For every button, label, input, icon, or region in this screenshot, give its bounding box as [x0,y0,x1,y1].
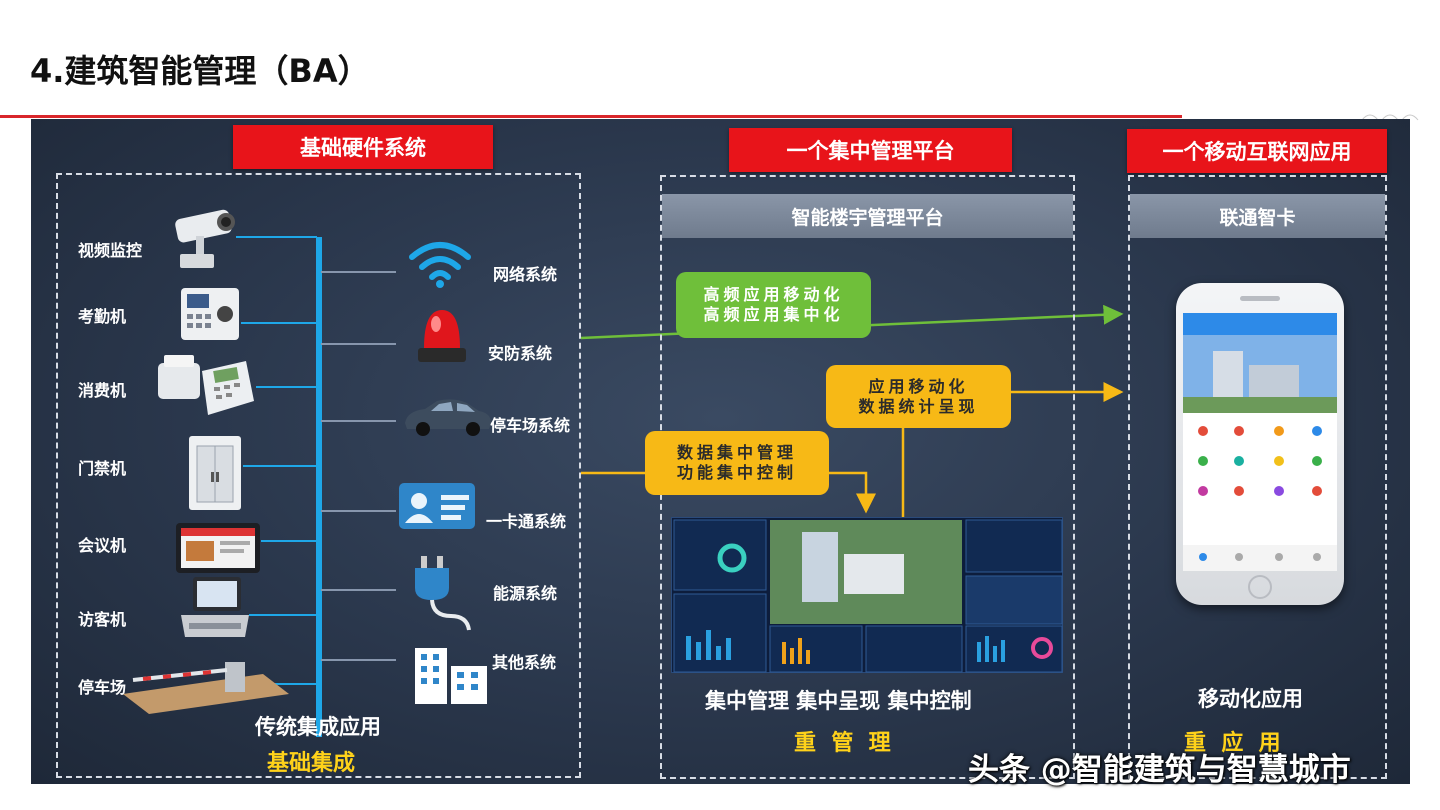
meeting-terminal-icon [176,523,260,573]
wifi-icon [409,242,471,288]
tag-focus-application: 重 应 用 [1184,731,1281,756]
caption-mobile-app: 移动化应用 [1198,687,1303,711]
device-label-pos: 消费机 [78,381,127,400]
access-gate-icon [189,436,241,510]
corner-decoration [1361,114,1419,121]
callout-green-line1: 高频应用移动化 [703,285,844,304]
callout-yellow-right-line1: 应用移动化 [868,376,969,396]
visitor-kiosk-icon [181,577,249,637]
callout-yellow-left-line2: 功能集中控制 [676,463,797,482]
caption-centralized: 集中管理 集中呈现 集中控制 [705,689,972,713]
device-label-visitor: 访客机 [78,610,127,629]
connector-layer [236,236,1124,737]
car-icon [405,399,491,436]
callout-yellow-right-line2: 数据统计呈现 [858,396,979,416]
system-label-security: 安防系统 [488,344,553,363]
cctv-camera-icon [175,209,235,268]
mobile-panel [1128,175,1387,779]
device-label-access: 门禁机 [78,459,127,478]
caption-traditional: 传统集成应用 [255,715,381,739]
phone-speaker [1240,296,1280,301]
dashboard-screenshot [671,517,1063,673]
watermark: 头条 @智能建筑与智慧城市 [968,752,1351,788]
system-connectors [321,271,396,661]
callout-mobile-stats: 应用移动化 数据统计呈现 [826,365,1011,428]
device-label-parking: 停车场 [78,678,127,697]
slide-title: 4.建筑智能管理（BA） [30,52,370,90]
platform-bar: 智能楼宇管理平台 [662,194,1073,238]
device-label-attendance: 考勤机 [78,307,127,326]
callout-yellow-left-line1: 数据集中管理 [676,443,797,462]
phone-mockup [1176,283,1344,605]
hardware-panel [56,173,581,778]
system-label-card: 一卡通系统 [486,512,567,531]
device-label-video: 视频监控 [78,241,143,260]
device-label-meeting: 会议机 [78,536,127,555]
title-rule [0,115,1182,118]
buildings-icon [415,648,487,704]
phone-screen [1183,313,1337,571]
callout-green-line2: 高频应用集中化 [703,305,844,324]
parking-barrier-icon [123,662,289,714]
system-label-energy: 能源系统 [493,584,558,603]
mobile-bar: 联通智卡 [1130,194,1385,238]
system-label-parking: 停车场系统 [490,416,571,435]
section-tag-mobile: 一个移动互联网应用 [1127,129,1387,173]
attendance-machine-icon [181,288,239,340]
callout-data-control: 数据集中管理 功能集中控制 [645,431,829,495]
blue-bus [316,237,322,737]
section-tag-platform: 一个集中管理平台 [729,128,1012,172]
callout-mobile-centralize: 高频应用移动化 高频应用集中化 [676,272,871,338]
phone-screen-graphic [1183,313,1337,571]
phone-home-button [1248,575,1272,599]
alarm-light-icon [418,310,466,362]
section-tag-hardware: 基础硬件系统 [233,125,493,169]
tag-focus-management: 重 管 理 [794,731,891,756]
tag-basic-integration: 基础集成 [267,751,356,776]
power-plug-icon [415,556,471,631]
system-label-network: 网络系统 [493,265,558,284]
device-connectors [236,236,317,685]
pos-terminal-icon [158,355,254,415]
system-label-other: 其他系统 [492,653,557,672]
id-card-icon [399,483,475,529]
dashboard-graphic [673,519,1063,673]
